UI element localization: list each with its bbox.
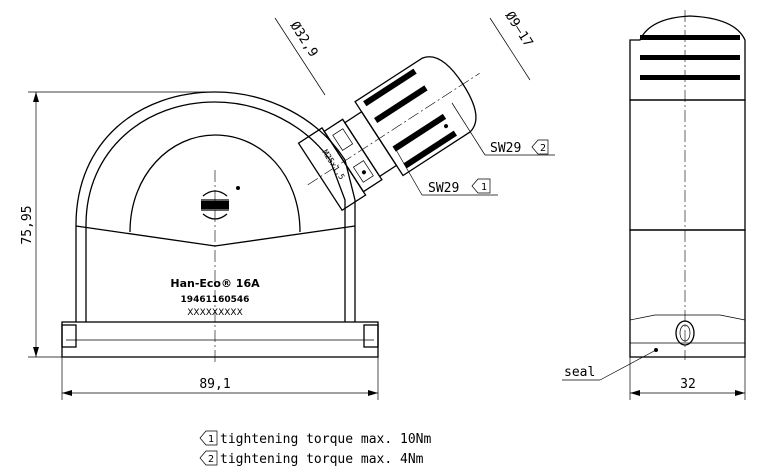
part-number: 19461160546	[181, 295, 250, 305]
wrench-1-label: SW29	[428, 181, 459, 196]
wrench-callout-1: SW29 1	[394, 147, 498, 196]
height-value: 75,95	[20, 205, 35, 244]
outer-diameter: Ø32,9	[287, 19, 321, 60]
note-1-text: tightening torque max. 10Nm	[220, 432, 431, 447]
width-value: 89,1	[199, 377, 230, 392]
serial-placeholder: XXXXXXXXX	[187, 308, 243, 318]
notes: 1 tightening torque max. 10Nm 2 tighteni…	[199, 430, 431, 467]
cable-gland: M25x1,5	[297, 56, 480, 212]
side-width-dimension: 32	[629, 357, 746, 400]
inner-arch	[129, 134, 301, 233]
width-dimension: 89,1	[61, 357, 379, 400]
note-2-text: tightening torque max. 4Nm	[220, 452, 424, 467]
housing-inner-outline	[85, 101, 346, 322]
front-view: Han-Eco® 16A 19461160546 XXXXXXXXX	[61, 91, 379, 365]
thread-label: M25x1,5	[320, 148, 346, 181]
base-flange	[61, 321, 379, 358]
wrench-2-label: SW29	[490, 141, 521, 156]
seal-callout: seal	[562, 348, 658, 381]
housing-outline	[75, 91, 356, 322]
left-tab	[61, 324, 77, 348]
side-view	[629, 10, 746, 360]
right-tab	[363, 324, 379, 348]
wrench-2-ref: 2	[540, 143, 546, 154]
wrench-callout-2: SW29 2	[451, 102, 555, 156]
wrench-1-ref: 1	[481, 182, 487, 193]
harting-logo	[201, 186, 240, 220]
height-dimension: 75,95	[20, 91, 210, 358]
v-ridge	[75, 225, 356, 247]
note-2-ref: 2	[208, 454, 214, 465]
side-width-value: 32	[680, 377, 696, 392]
product-label: Han-Eco® 16A	[170, 277, 260, 290]
gland-diameter-dimension: Ø32,9 Ø9–17	[274, 9, 536, 96]
seal-label: seal	[564, 365, 595, 380]
note-1-ref: 1	[208, 434, 214, 445]
